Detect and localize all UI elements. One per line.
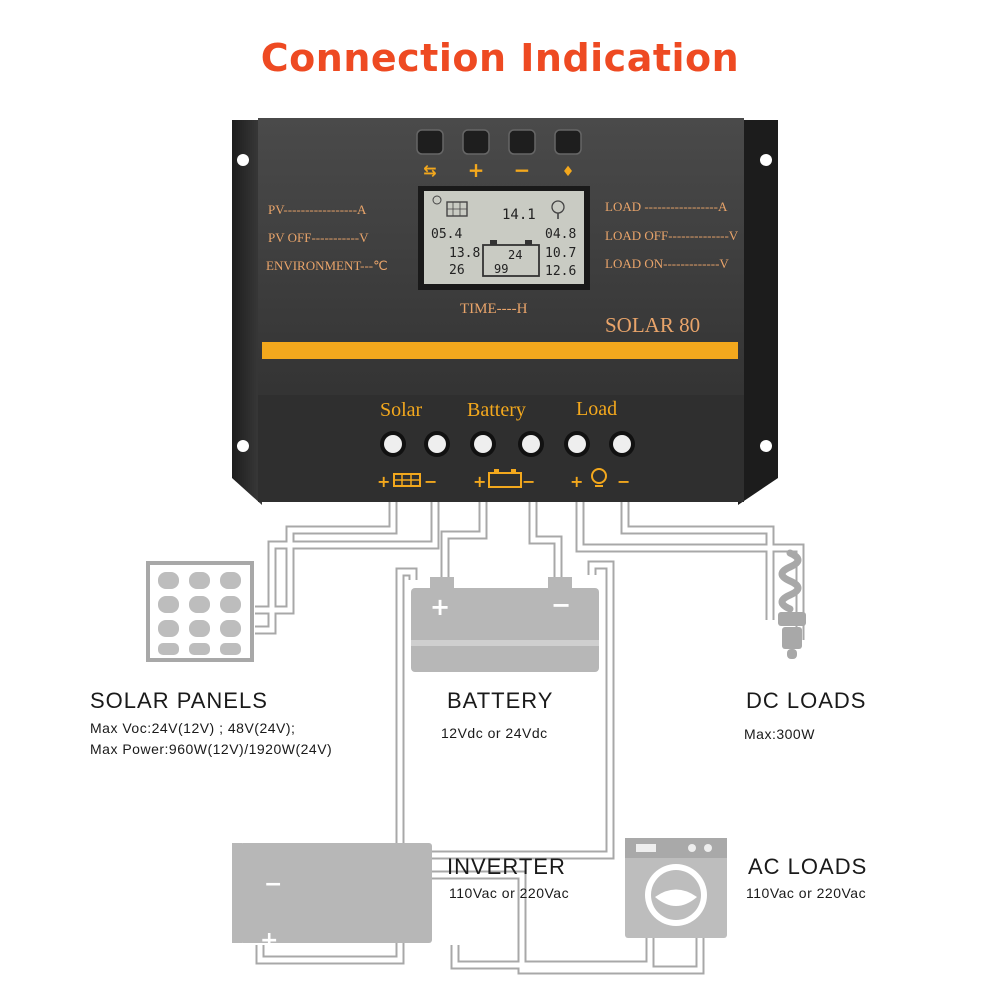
control-buttons: ⇆ + − ♦ <box>416 129 582 182</box>
lcd-display: 14.1 05.4 13.8 26 04.8 10.7 12.6 24 99 <box>418 186 590 290</box>
load-off-label: LOAD OFF--------------V <box>605 228 739 243</box>
lcd-top-value: 14.1 <box>502 207 536 223</box>
pv-current-label: PV-----------------A <box>268 202 367 217</box>
charge-controller: ⇆ + − ♦ PV-----------------A PV OFF-----… <box>232 118 778 505</box>
mode-button[interactable] <box>416 129 444 155</box>
terminal-screw-icon <box>474 435 492 453</box>
lcd-right-value-2: 10.7 <box>545 246 576 261</box>
solar-voc-spec: Max Voc:24V(12V) ; 48V(24V); <box>90 720 296 736</box>
mounting-hole-icon <box>760 440 772 452</box>
lcd-right-value-3: 12.6 <box>545 264 576 279</box>
light-button[interactable] <box>554 129 582 155</box>
pv-off-label: PV OFF-----------V <box>268 230 369 245</box>
solar-minus-icon: − <box>424 472 437 491</box>
terminal-screw-icon <box>428 435 446 453</box>
solar-plus-icon: + <box>377 472 390 491</box>
terminal-area <box>258 395 744 502</box>
plus-button[interactable] <box>462 129 490 155</box>
dc-loads-spec: Max:300W <box>744 726 815 742</box>
wires <box>255 500 805 975</box>
terminal-screw-icon <box>522 435 540 453</box>
load-bulb-icon <box>591 468 607 484</box>
battery-spec: 12Vdc or 24Vdc <box>441 725 548 741</box>
solar-panels-label: SOLAR PANELS <box>90 688 268 713</box>
lcd-solar-icon <box>432 195 468 217</box>
mounting-hole-icon <box>760 154 772 166</box>
terminal-screw-icon <box>384 435 402 453</box>
environment-label: ENVIRONMENT---℃ <box>266 258 388 273</box>
terminal-screw-icon <box>568 435 586 453</box>
load-on-label: LOAD ON-------------V <box>605 256 729 271</box>
battery-icon <box>488 472 522 488</box>
terminal-label-solar: Solar <box>380 399 423 421</box>
mounting-hole-icon <box>237 154 249 166</box>
lcd-center-value-bottom: 99 <box>494 262 508 276</box>
time-label: TIME----H <box>460 301 528 317</box>
washing-machine-illustration <box>625 838 727 938</box>
battery-minus-icon: − <box>522 472 535 491</box>
load-current-label: LOAD -----------------A <box>605 199 728 214</box>
lcd-center-value-top: 24 <box>508 248 522 262</box>
lcd-left-value-2: 13.8 <box>449 246 480 261</box>
minus-icon: − <box>514 158 531 182</box>
plus-icon: + <box>468 158 485 182</box>
lcd-battery-icon <box>482 240 540 277</box>
left-mounting-wing <box>232 120 262 505</box>
mounting-hole-icon <box>237 440 249 452</box>
lcd-left-value-3: 26 <box>449 263 465 278</box>
terminal-label-battery: Battery <box>467 399 526 421</box>
minus-button[interactable] <box>508 129 536 155</box>
battery-plus-icon: + <box>430 593 450 621</box>
battery-plus-icon: + <box>473 472 486 491</box>
lcd-left-value-1: 05.4 <box>431 227 462 242</box>
load-plus-icon: + <box>570 472 583 491</box>
load-minus-icon: − <box>617 472 630 491</box>
terminal-screw-icon <box>613 435 631 453</box>
dc-load-bulb-illustration <box>778 549 806 659</box>
page-title: Connection Indication <box>260 36 740 80</box>
inverter-label: INVERTER <box>447 854 566 879</box>
battery-label: BATTERY <box>447 688 554 713</box>
solar-power-spec: Max Power:960W(12V)/1920W(24V) <box>90 741 333 757</box>
inverter-minus-icon: − <box>264 872 282 897</box>
swap-icon: ⇆ <box>423 161 436 180</box>
accent-stripe <box>262 342 738 359</box>
inverter-spec: 110Vac or 220Vac <box>449 885 570 901</box>
ac-loads-spec: 110Vac or 220Vac <box>746 885 867 901</box>
terminals <box>380 431 635 457</box>
bulb-icon: ♦ <box>562 164 575 180</box>
lcd-right-value-1: 04.8 <box>545 227 576 242</box>
terminal-label-load: Load <box>576 398 617 420</box>
battery-minus-icon: − <box>551 591 571 619</box>
dc-loads-label: DC LOADS <box>746 688 867 713</box>
lcd-screen <box>424 191 584 284</box>
ac-loads-label: AC LOADS <box>748 854 868 879</box>
lcd-bulb-icon <box>551 200 565 219</box>
model-label: SOLAR 80 <box>605 313 700 337</box>
right-mounting-wing <box>738 120 778 505</box>
inverter-illustration: − + <box>232 843 432 953</box>
battery-illustration: + − <box>411 577 599 672</box>
inverter-plus-icon: + <box>260 928 278 953</box>
solar-panel-illustration <box>146 561 254 662</box>
